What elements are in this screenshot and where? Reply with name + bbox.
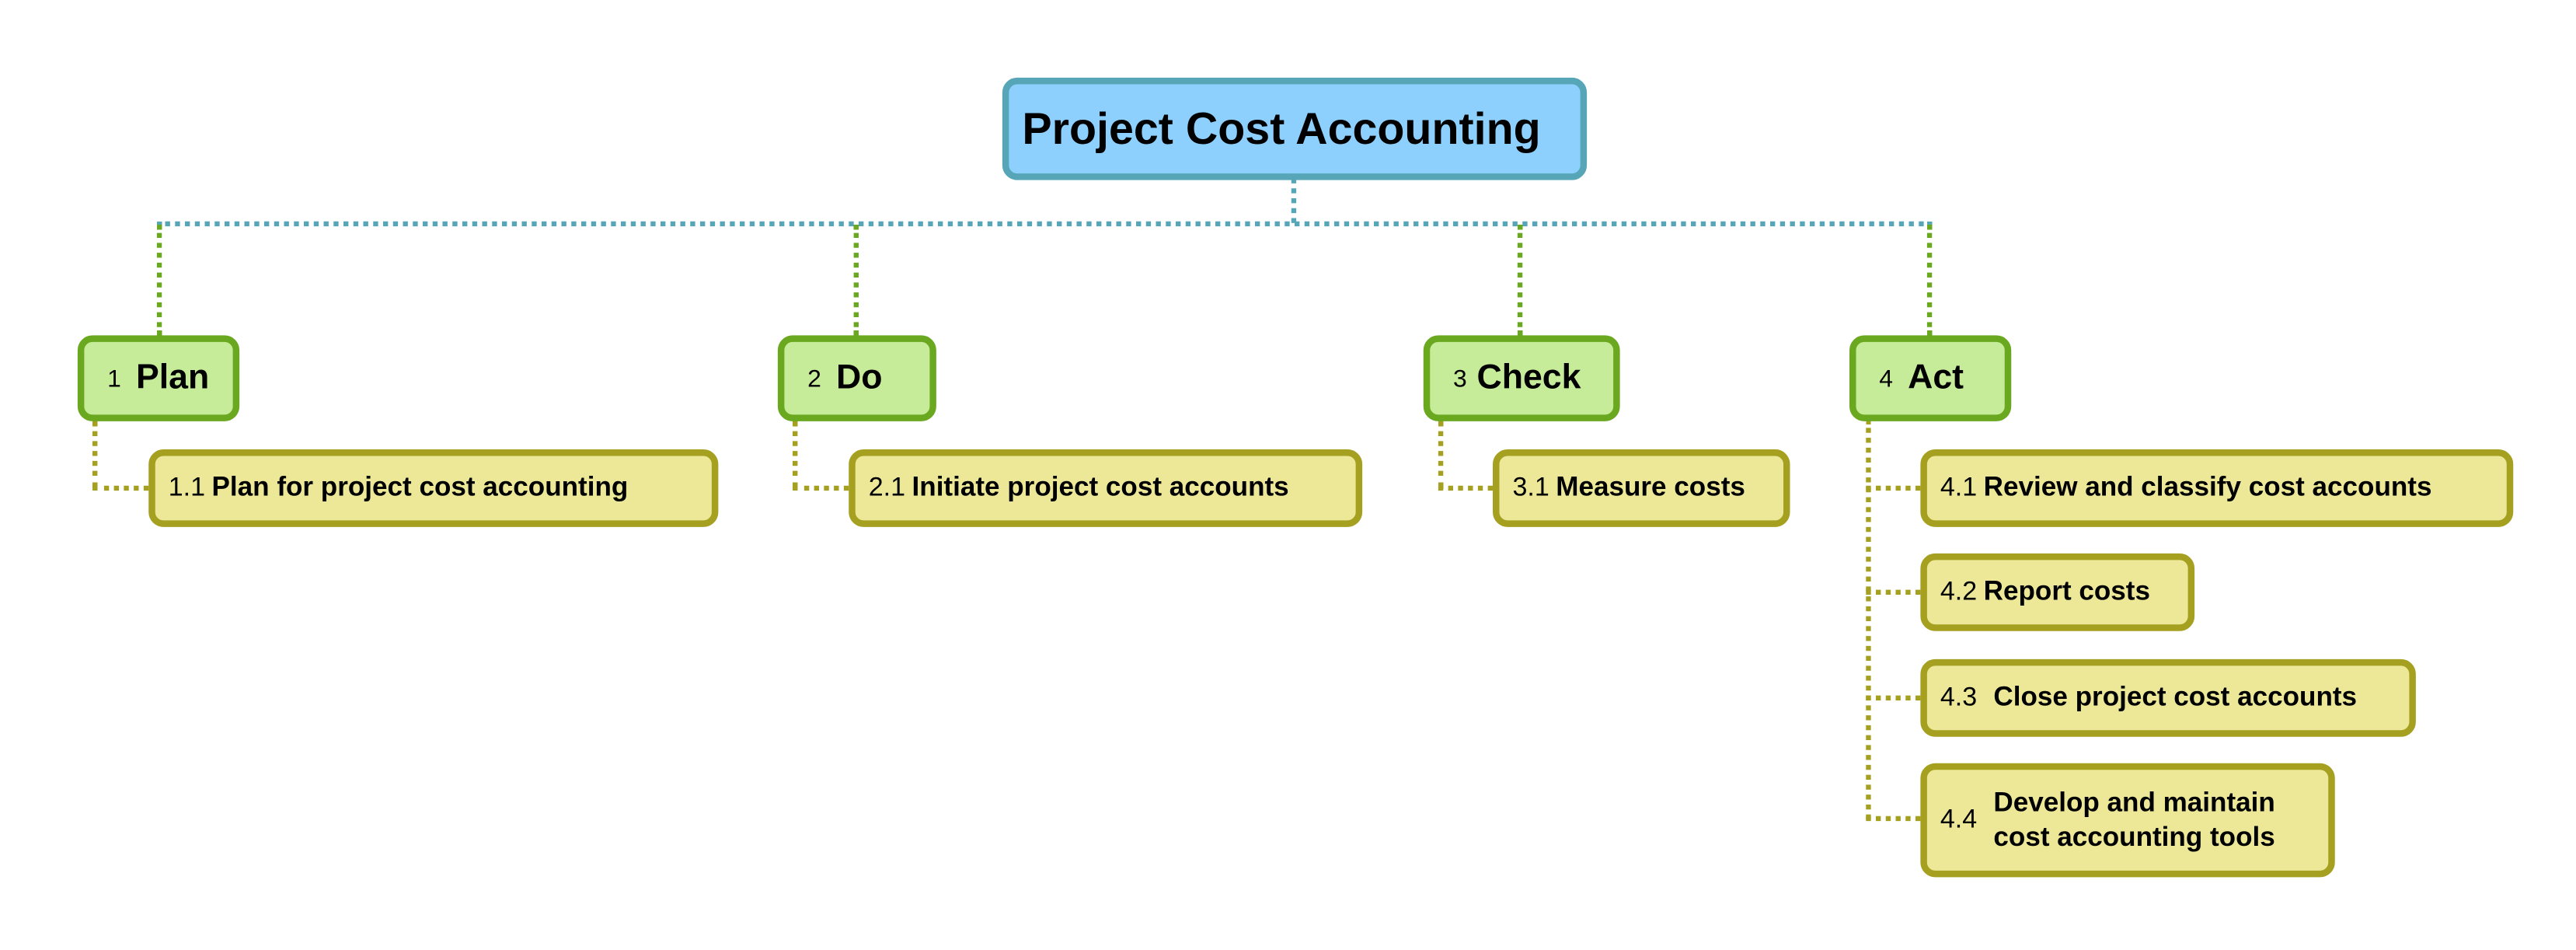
connector-phase-4 [1926,225,1933,336]
connector-4-4 [1866,816,1921,822]
connector-2-1 [793,419,798,489]
task-label: Initiate project cost accounts [912,472,1289,502]
phase-number: 2 [807,364,821,393]
task-number: 4.3 [1940,683,1978,711]
phase-node-check[interactable]: 3 Check [1423,335,1620,421]
connector-1-1-h [92,485,149,491]
task-label: Review and classify cost accounts [1983,472,2432,502]
connector-act-children [1866,419,1871,819]
task-label: Close project cost accounts [1993,682,2358,712]
task-number: 1.1 [168,473,206,501]
phase-number: 1 [107,364,121,393]
phase-node-do[interactable]: 2 Do [777,335,936,421]
task-number: 4.1 [1940,473,1978,501]
connector-3-1 [1438,419,1444,489]
connector-4-1 [1866,485,1921,491]
phase-node-plan[interactable]: 1 Plan [77,335,240,421]
phase-bus-line [156,221,1933,227]
phase-number: 3 [1453,364,1467,393]
phase-label: Act [1908,358,1964,396]
task-number: 3.1 [1512,473,1549,501]
phase-label: Do [835,358,883,396]
task-node-3-1[interactable]: 3.1 Measure costs [1493,449,1790,527]
task-node-4-1[interactable]: 4.1 Review and classify cost accounts [1920,449,2514,527]
connector-1-1 [92,419,98,489]
root-node[interactable]: Project Cost Accounting [1002,77,1588,180]
task-node-4-4[interactable]: 4.4 Develop and maintain cost accounting… [1920,763,2335,878]
task-node-4-2[interactable]: 4.2 Report costs [1920,553,2195,631]
task-number: 4.4 [1940,805,1978,834]
root-title: Project Cost Accounting [1022,103,1541,153]
connector-phase-2 [853,225,859,336]
connector-4-2 [1866,589,1921,595]
task-label: Report costs [1983,576,2150,606]
task-label: Measure costs [1556,472,1745,502]
phase-node-act[interactable]: 4 Act [1849,335,2012,421]
phase-number: 4 [1879,364,1893,393]
connector-phase-1 [156,225,162,336]
task-node-2-1[interactable]: 2.1 Initiate project cost accounts [849,449,1363,527]
connector-4-3 [1866,695,1921,700]
task-number: 2.1 [868,473,906,501]
task-node-4-3[interactable]: 4.3 Close project cost accounts [1920,658,2416,737]
task-label: Develop and maintain cost accounting too… [1993,787,2275,852]
task-node-1-1[interactable]: 1.1 Plan for project cost accounting [148,449,719,527]
connector-3-1-h [1438,485,1493,491]
root-connector [1291,178,1297,223]
connector-phase-3 [1517,225,1523,336]
connector-2-1-h [793,485,849,491]
task-label: Plan for project cost accounting [211,472,629,502]
task-number: 4.2 [1940,577,1978,606]
phase-label: Check [1476,358,1581,396]
phase-label: Plan [135,358,210,396]
